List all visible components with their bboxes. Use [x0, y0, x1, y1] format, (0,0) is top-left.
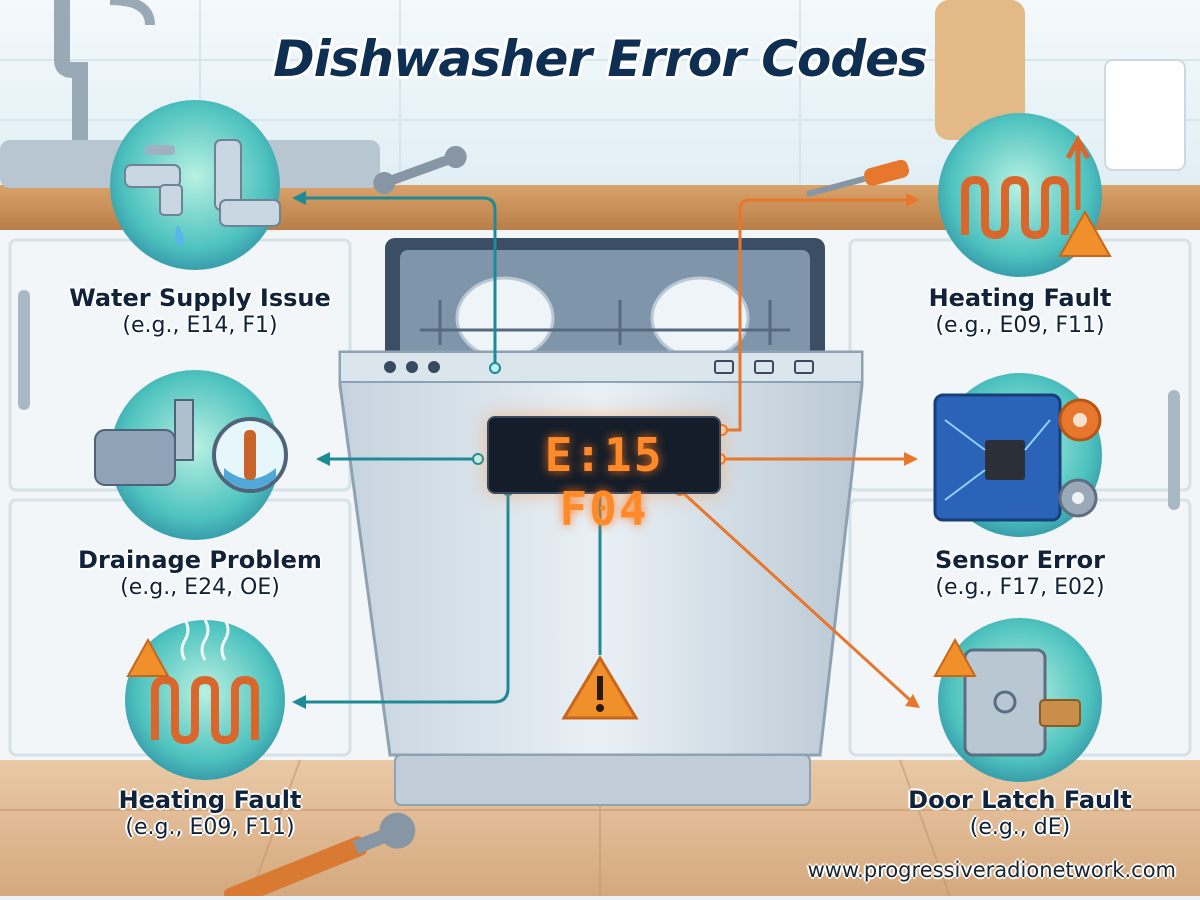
circuit-board-icon — [933, 373, 1102, 537]
category-examples: (e.g., F17, E02) — [935, 575, 1105, 601]
screwdriver-icon — [806, 159, 910, 198]
category-examples: (e.g., E09, F11) — [935, 313, 1105, 339]
control-button — [714, 360, 734, 374]
category-name: Heating Fault — [928, 284, 1112, 312]
door-latch-icon — [933, 618, 1102, 782]
category-door-latch: Door Latch Fault (e.g., dE) — [860, 786, 1180, 842]
category-heating-right: Heating Fault (e.g., E09, F11) — [860, 284, 1180, 340]
category-name: Sensor Error — [934, 546, 1105, 574]
category-examples: (e.g., E09, F11) — [125, 815, 295, 841]
category-name: Drainage Problem — [78, 546, 322, 574]
category-examples: (e.g., E14, F1) — [122, 313, 278, 339]
plate — [455, 276, 555, 360]
connector-heating-right — [722, 198, 908, 432]
error-code-display: E:15 F04 — [487, 416, 721, 536]
control-button — [794, 360, 814, 374]
category-drainage: Drainage Problem (e.g., E24, OE) — [40, 546, 360, 602]
category-name: Door Latch Fault — [908, 786, 1132, 814]
connector-heating-left — [302, 490, 510, 704]
category-name: Water Supply Issue — [69, 284, 331, 312]
wrench-icon — [373, 146, 467, 194]
control-button — [406, 361, 418, 373]
utensil-holder — [1104, 59, 1186, 171]
control-button — [754, 360, 774, 374]
category-examples: (e.g., dE) — [969, 815, 1071, 841]
connector-lines — [292, 191, 920, 709]
plate — [650, 276, 750, 360]
category-name: Heating Fault — [118, 786, 302, 814]
control-button — [428, 361, 440, 373]
footer-url: www.progressiveradionetwork.com — [807, 858, 1176, 882]
page-title: Dishwasher Error Codes — [273, 30, 928, 88]
category-sensor: Sensor Error (e.g., F17, E02) — [860, 546, 1180, 602]
connector-water-supply — [302, 196, 497, 368]
connector-door-latch — [678, 488, 912, 702]
error-code-text: E:15 F04 — [544, 428, 664, 536]
category-examples: (e.g., E24, OE) — [120, 575, 280, 601]
wrench-floor-icon — [223, 812, 416, 900]
faucet-pipe-icon — [110, 100, 281, 270]
heating-element-icon — [938, 113, 1112, 277]
control-button — [384, 361, 396, 373]
cutting-board — [935, 0, 1025, 140]
sink-faucet — [54, 0, 88, 140]
category-water-supply: Water Supply Issue (e.g., E14, F1) — [40, 284, 360, 340]
kick-plate — [394, 754, 811, 806]
drain-pump-icon — [94, 370, 288, 540]
heating-element-icon — [125, 619, 285, 780]
category-heating-left: Heating Fault (e.g., E09, F11) — [50, 786, 370, 842]
